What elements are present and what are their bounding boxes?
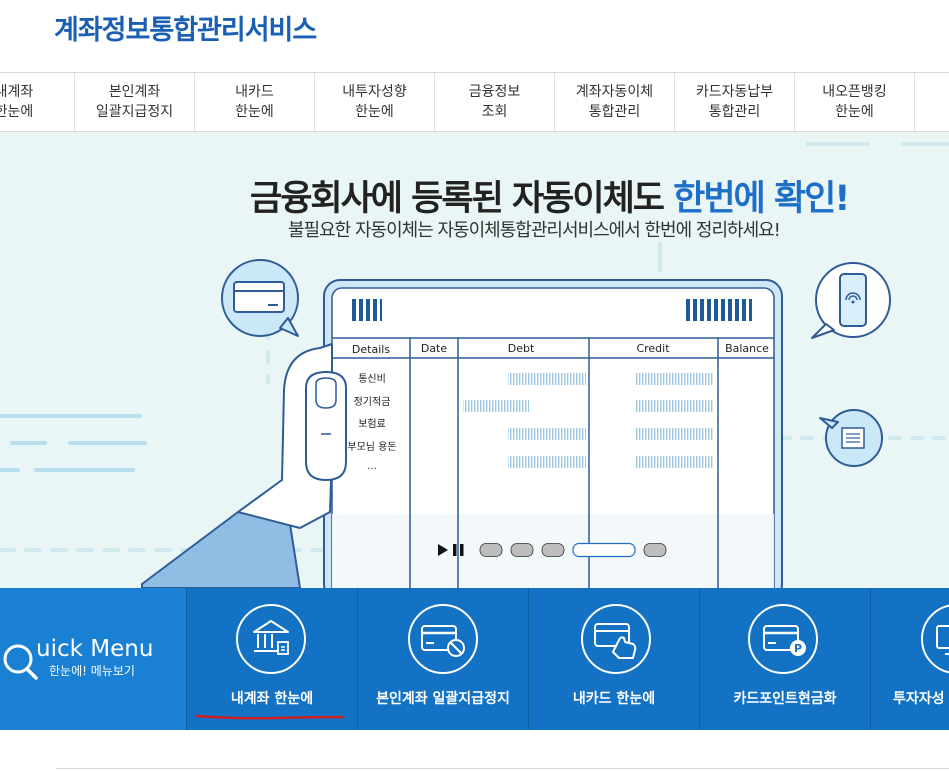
nav-label-line1: 카드자동납부 bbox=[695, 84, 774, 100]
nav-item-financial-info[interactable]: 금융정보 조회 bbox=[435, 73, 555, 131]
nav-item-open-banking[interactable]: 내오픈뱅킹 한눈에 bbox=[795, 73, 915, 131]
content-divider bbox=[56, 768, 949, 769]
quick-menu-header: uick Menu 한눈에! 메뉴보기 bbox=[0, 588, 186, 730]
quick-item-label: 내계좌 한눈에 bbox=[230, 691, 314, 707]
nav-item-account-stop[interactable]: 본인계좌 일괄지급정지 bbox=[75, 73, 195, 131]
table-header-details: Details bbox=[352, 343, 390, 356]
card-stop-icon bbox=[408, 604, 478, 674]
nav-label-line1: 내계좌 bbox=[0, 84, 34, 100]
quick-item-my-cards[interactable]: 내카드 한눈에 bbox=[528, 588, 699, 730]
monitor-icon bbox=[921, 604, 949, 674]
nav-label-line2: 통합관리 bbox=[708, 104, 761, 120]
quick-item-label: 내카드 한눈에 bbox=[572, 691, 656, 707]
nav-item-my-accounts[interactable]: 내계좌 한눈에 bbox=[0, 73, 75, 131]
nav-label-line2: 조회 bbox=[481, 104, 508, 120]
table-header-date: Date bbox=[421, 342, 448, 355]
table-header-debt: Debt bbox=[508, 342, 535, 355]
slide-dot[interactable] bbox=[643, 543, 667, 557]
table-header-balance: Balance bbox=[725, 342, 769, 355]
main-nav: 내계좌 한눈에 본인계좌 일괄지급정지 내카드 한눈에 내투자성향 한눈에 금융… bbox=[0, 72, 949, 132]
row-label: 부모님 용돈 bbox=[347, 441, 396, 453]
slide-dot[interactable] bbox=[479, 543, 503, 557]
nav-label-line1: 계좌자동이체 bbox=[575, 84, 654, 100]
row-label: 통신비 bbox=[358, 373, 386, 385]
play-icon[interactable] bbox=[438, 544, 448, 556]
quick-menu: uick Menu 한눈에! 메뉴보기 내계좌 한눈에 본인계좌 일괄지 bbox=[0, 588, 949, 730]
pause-icon[interactable] bbox=[460, 544, 464, 556]
slide-dot-active[interactable] bbox=[572, 542, 636, 558]
nav-label-line1: 내오픈뱅킹 bbox=[822, 84, 887, 100]
pause-icon[interactable] bbox=[453, 544, 457, 556]
table-header-credit: Credit bbox=[636, 342, 670, 355]
slide-dot[interactable] bbox=[541, 543, 565, 557]
site-logo[interactable]: 계좌정보통합관리서비스 bbox=[54, 15, 317, 46]
quick-item-investment[interactable]: 투자자성 bbox=[870, 588, 949, 730]
row-label: 보험료 bbox=[358, 418, 386, 430]
quick-menu-subtitle: 한눈에! 메뉴보기 bbox=[49, 664, 135, 678]
quick-item-label: 본인계좌 일괄지급정지 bbox=[376, 691, 510, 707]
banner-subtitle: 불필요한 자동이체는 자동이체통합관리서비스에서 한번에 정리하세요! bbox=[288, 220, 781, 241]
nav-label-line2: 한눈에 bbox=[0, 104, 34, 120]
quick-item-label: 카드포인트현금화 bbox=[733, 691, 837, 707]
banner-title-highlight: 한번에 확인! bbox=[673, 179, 850, 219]
quick-menu-title: uick Menu bbox=[36, 636, 154, 662]
banner-illustration: Details Date Debt Credit Balance 통신비 정기적… bbox=[0, 142, 949, 588]
nav-label-line2: 한눈에 bbox=[835, 104, 874, 120]
nav-label-line2: 일괄지급정지 bbox=[95, 104, 174, 120]
nav-label-line2: 한눈에 bbox=[355, 104, 394, 120]
row-label: 정기적금 bbox=[354, 396, 391, 408]
quick-item-label: 투자자성 bbox=[893, 691, 945, 707]
slide-dot[interactable] bbox=[510, 543, 534, 557]
row-label: ... bbox=[367, 461, 377, 472]
nav-label-line1: 내투자성향 bbox=[342, 84, 407, 100]
quick-item-account-stop[interactable]: 본인계좌 일괄지급정지 bbox=[357, 588, 528, 730]
banner-title-main: 금융회사에 등록된 자동이체도 bbox=[250, 179, 674, 219]
card-hand-icon bbox=[581, 604, 651, 674]
nav-label-line2: 통합관리 bbox=[588, 104, 641, 120]
nav-item-investment[interactable]: 내투자성향 한눈에 bbox=[315, 73, 435, 131]
nav-label-line1: 본인계좌 bbox=[108, 84, 161, 100]
annotation-underline bbox=[196, 714, 344, 720]
svg-text:P: P bbox=[794, 642, 802, 655]
nav-label-line1: 금융정보 bbox=[468, 84, 521, 100]
nav-item-my-cards[interactable]: 내카드 한눈에 bbox=[195, 73, 315, 131]
nav-label-line2: 한눈에 bbox=[235, 104, 274, 120]
nav-label-line1: 내카드 bbox=[235, 84, 274, 100]
quick-item-card-points[interactable]: P 카드포인트현금화 bbox=[699, 588, 870, 730]
banner-title: 금융회사에 등록된 자동이체도 한번에 확인! bbox=[250, 170, 850, 221]
card-point-icon: P bbox=[748, 604, 818, 674]
search-icon bbox=[3, 644, 38, 680]
nav-item-account-autotransfer[interactable]: 계좌자동이체 통합관리 bbox=[555, 73, 675, 131]
slider-controls bbox=[438, 542, 667, 558]
nav-item-card-autopay[interactable]: 카드자동납부 통합관리 bbox=[675, 73, 795, 131]
bank-icon bbox=[236, 604, 306, 674]
quick-item-my-accounts[interactable]: 내계좌 한눈에 bbox=[186, 588, 357, 730]
promo-banner[interactable]: Details Date Debt Credit Balance 통신비 정기적… bbox=[0, 132, 949, 588]
